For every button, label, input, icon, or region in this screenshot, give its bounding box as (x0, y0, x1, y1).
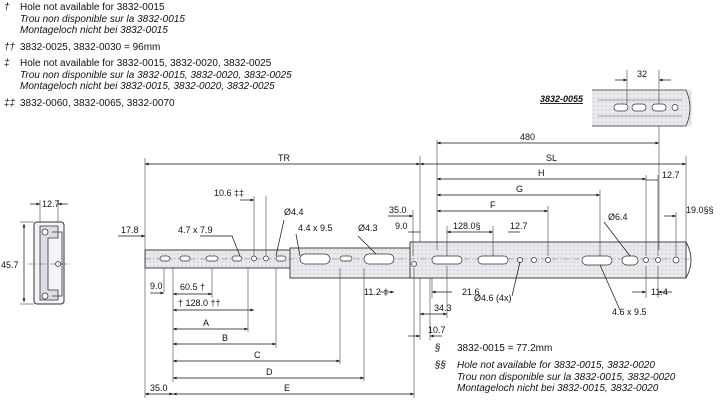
dim-12-7-mid: 12.7 (510, 221, 528, 231)
dim-35-top: 35.0 (389, 205, 407, 215)
note-line: Trou non disponible sur la 3832-0015, 38… (20, 69, 292, 81)
dim-a: A (203, 318, 209, 328)
note-line: Hole not available for 3832-0015, 3832-0… (20, 58, 272, 69)
dim-4-6x9-5: 4.6 x 9.5 (612, 307, 647, 317)
part-label: 3832-0055 (540, 94, 584, 104)
note-line: 3832-0015 = 77.2mm (457, 343, 553, 354)
note-line: Trou non disponible sur la 3832-0015, 38… (457, 371, 676, 383)
note-symbol: §§ (435, 360, 447, 371)
dim-c: C (254, 350, 261, 360)
dim-60-5: 60.5 † (180, 282, 205, 292)
note-symbol: ‡‡ (4, 98, 16, 109)
note-line: Hole not available for 3832-0015 (20, 2, 165, 13)
dim-34-3: 34.3 (434, 303, 452, 313)
note-line: Montageloch nicht bei 3832-0015 (20, 25, 168, 36)
slide-body (144, 241, 692, 279)
dim-6-4: Ø6.4 (608, 212, 628, 222)
detail-inset: 3832-0055 32 (540, 69, 692, 127)
dim-128-0: 128.0§ (453, 221, 481, 231)
dim-32: 32 (637, 69, 647, 79)
dim-4-4: Ø4.4 (284, 207, 304, 217)
dim-128-tt: † 128.0 †† (178, 298, 221, 308)
side-profile: 12.7 45.7 (1, 199, 72, 305)
dim-480: 480 (520, 132, 535, 142)
note-symbol: § (435, 343, 441, 354)
dim-12-7-right: 12.7 (662, 170, 680, 180)
note-ddagger: ‡ Hole not available for 3832-0015, 3832… (4, 58, 324, 94)
note-line: Montageloch nicht bei 3832-0015, 3832-00… (20, 81, 275, 92)
note-dagger: † Hole not available for 3832-0015 Trou … (4, 2, 304, 38)
dim-h: H (538, 168, 545, 178)
dim-12-7-side: 12.7 (42, 199, 60, 209)
dim-b: B (222, 333, 228, 343)
dim-9-0-left: 9.0 (150, 281, 163, 291)
dim-g: G (516, 184, 523, 194)
note-symbol: †† (4, 42, 16, 53)
dim-4-7x7-9: 4.7 x 7.9 (178, 225, 213, 235)
dim-10-6: 10.6 ‡‡ (214, 188, 244, 198)
dim-11-4: 11.4 (651, 287, 668, 297)
dim-21-6: 21.6 (462, 287, 480, 297)
dim-d: D (266, 367, 273, 377)
dim-4-6x4: Ø4.6 (4x) (474, 293, 512, 303)
dim-17-8: 17.8 (121, 225, 139, 235)
dim-19-0: 19.0§§ (686, 205, 714, 215)
dim-35-bottom: 35.0 (150, 383, 168, 393)
note-symbol: † (4, 2, 10, 13)
note-line: 3832-0025, 3832-0030 = 96mm (20, 42, 161, 53)
note-double-ddagger: ‡‡ 3832-0060, 3832-0065, 3832-0070 (4, 98, 304, 110)
dim-11-2: 11.2 ‡ (364, 287, 388, 297)
dim-9-0-top: 9.0 (395, 221, 408, 231)
note-line: Trou non disponible sur la 3832-0015 (20, 13, 185, 25)
note-double-dagger: †† 3832-0025, 3832-0030 = 96mm (4, 42, 304, 54)
note-line: Montageloch nicht bei 3832-0015, 3832-00… (457, 383, 659, 394)
dim-e: E (284, 383, 290, 393)
note-line: Hole not available for 3832-0015, 3832-0… (457, 360, 655, 371)
dim-f: F (490, 200, 496, 210)
dim-45-7: 45.7 (1, 260, 19, 270)
note-double-section: §§ Hole not available for 3832-0015, 383… (435, 360, 715, 396)
bottom-dimensions (144, 261, 672, 398)
dim-10-7: 10.7 (428, 325, 446, 335)
dim-sl: SL (546, 153, 557, 163)
top-dimensions (118, 126, 687, 257)
note-line: 3832-0060, 3832-0065, 3832-0070 (20, 98, 175, 109)
dim-4-3: Ø4.3 (358, 223, 378, 233)
note-section: § 3832-0015 = 77.2mm (435, 343, 695, 355)
dim-4-4x9-5: 4.4 x 9.5 (298, 223, 333, 233)
dim-tr: TR (278, 153, 290, 163)
note-symbol: ‡ (4, 58, 10, 69)
